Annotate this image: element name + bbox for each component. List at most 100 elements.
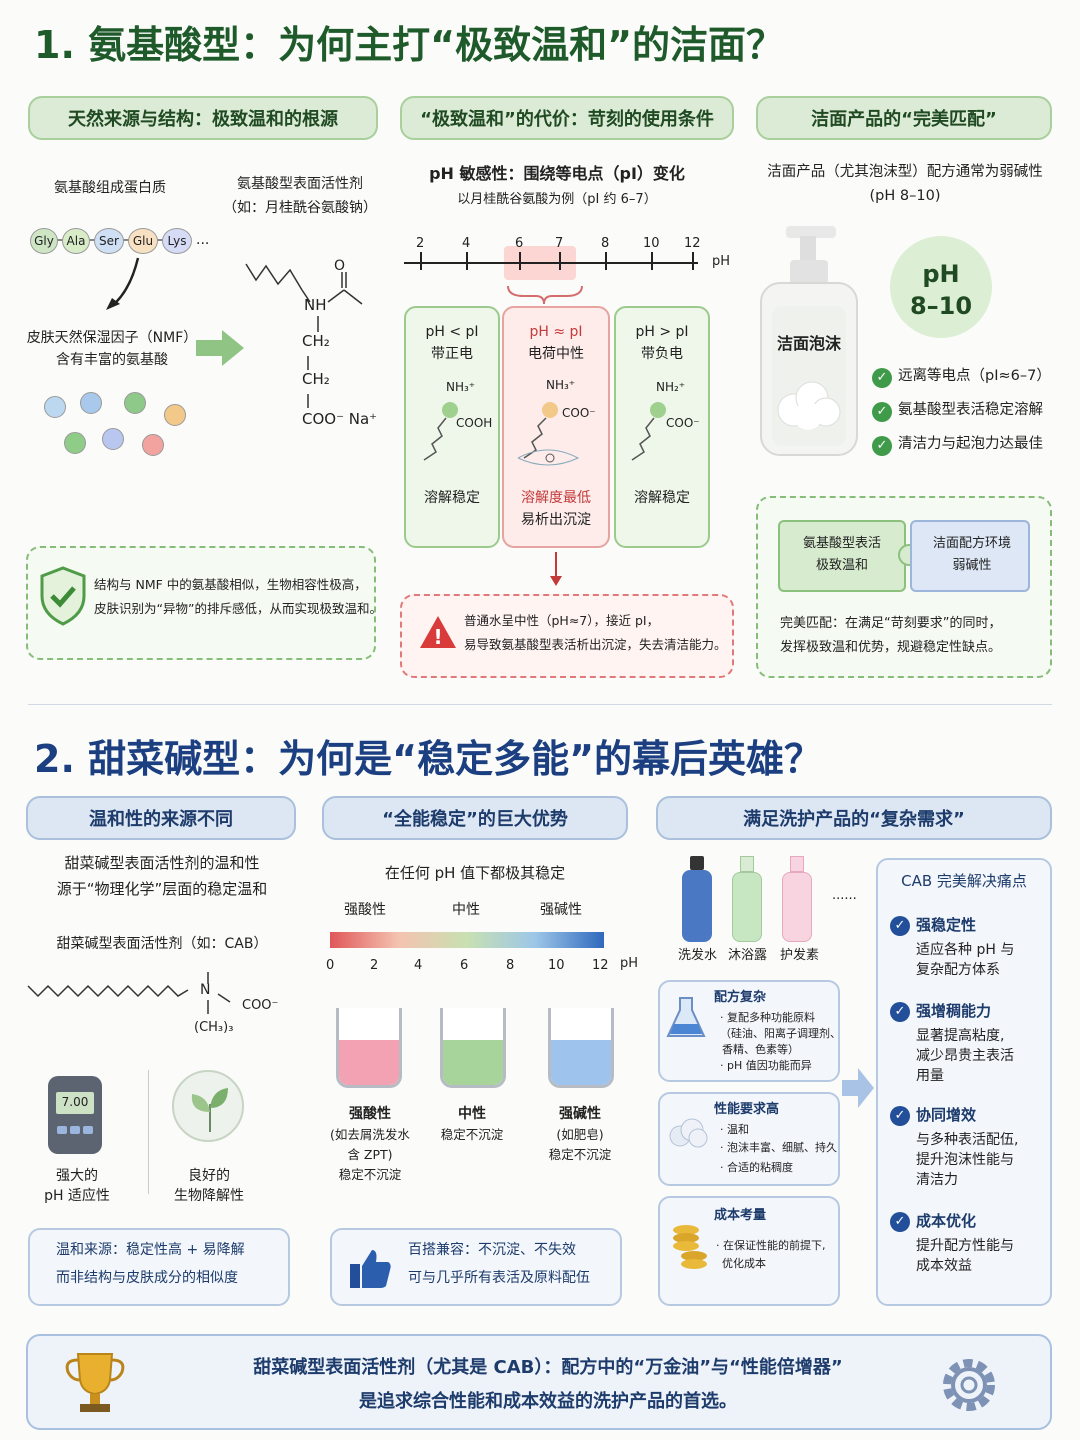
col2-result-1: 溶解度最低	[521, 490, 591, 506]
col2-result-2: 易析出沉淀	[521, 512, 591, 528]
product-conditioner: 护发素	[780, 948, 820, 963]
betaine-desc-1: 甜菜碱型表面活性剂的温和性	[64, 854, 260, 872]
col3-a: pH > pI	[635, 324, 689, 340]
shower-gel-bottle-icon	[732, 872, 762, 942]
check-blue-icon-1: ✓	[890, 916, 910, 936]
beaker-base-1: (如肥皂)	[556, 1127, 604, 1142]
mildness-summary-2: 而非结构与皮肤成分的相似度	[56, 1270, 238, 1286]
check-blue-icon-2: ✓	[890, 1002, 910, 1022]
match-text-1: 完美匹配：在满足“苛刻要求”的同时，	[780, 616, 1002, 631]
nmf-label: 皮肤天然保湿因子（NMF）	[26, 330, 198, 346]
tick-2: 2	[370, 958, 379, 973]
sol-3-a: 与多种表活配伍,	[916, 1132, 1019, 1148]
need-performance-3: · 合适的粘稠度	[720, 1161, 793, 1174]
sol-3-title: 协同增效	[916, 1106, 977, 1124]
pill-perfect-match: 洁面产品的“完美匹配”	[756, 96, 1052, 140]
tick-12: 12	[592, 958, 609, 973]
coo-label: COO⁻ Na⁺	[302, 410, 378, 428]
puzzle-formula-2: 弱碱性	[952, 558, 992, 573]
beaker-acid-title: 强酸性	[349, 1106, 391, 1122]
pill-stability: “全能稳定”的巨大优势	[322, 796, 628, 840]
match-text-2: 发挥极致温和优势，规避稳定性缺点。	[780, 640, 1002, 655]
col3-coo: COO⁻	[666, 416, 700, 430]
molecule-low-icon	[423, 402, 458, 461]
sol-3-c: 清洁力	[916, 1172, 958, 1188]
product-shampoo: 洗发水	[678, 948, 718, 963]
warning-icon: !	[420, 616, 456, 649]
sol-1-a: 适应各种 pH 与	[916, 942, 1015, 958]
sol-3-b: 提升泡沫性能与	[916, 1152, 1014, 1168]
compat-text-1: 百搭兼容：不沉淀、不失效	[408, 1242, 576, 1258]
ph-badge-label: pH	[922, 260, 960, 288]
need-complex-4: · pH 值因功能而异	[720, 1059, 812, 1072]
biodegrade-2: 生物降解性	[174, 1188, 244, 1204]
svg-text:!: !	[433, 625, 442, 649]
sol-2-title: 强增稠能力	[916, 1002, 992, 1020]
benefit-1: 远离等电点（pI≈6–7）	[898, 368, 1051, 384]
ph-tick-8: 8	[601, 236, 610, 251]
ph-col-high	[614, 306, 710, 548]
protein-label: 氨基酸组成蛋白质	[54, 180, 166, 196]
nmf-desc: 含有丰富的氨基酸	[56, 352, 168, 368]
section-divider	[28, 704, 1052, 705]
ch2-label-1: CH₂	[302, 332, 330, 350]
need-complex-2: （硅油、阳离子调理剂、	[720, 1027, 841, 1040]
leaf-icon	[172, 1070, 244, 1142]
cab-solution-card: CAB 完美解决痛点 ✓ 强稳定性 适应各种 pH 与 复杂配方体系 ✓ 强增稠…	[876, 858, 1052, 1306]
ph-gradient-bar	[330, 932, 604, 948]
need-complex: 配方复杂 · 复配多种功能原料 （硅油、阳离子调理剂、 香精、色素等） · pH…	[658, 980, 841, 1082]
ph-sensitivity-title: pH 敏感性：围绕等电点（pI）变化	[429, 164, 685, 183]
amino-ala: Ala	[62, 228, 90, 254]
ph-tick-10: 10	[643, 236, 660, 251]
sol-4-title: 成本优化	[916, 1212, 977, 1230]
gear-icon	[943, 1359, 995, 1411]
need-cost: 成本考量 · 在保证性能的前提下, 优化成本	[658, 1196, 840, 1306]
glutamate-structure	[245, 263, 363, 408]
compat-box: 百搭兼容：不沉淀、不失效 可与几乎所有表活及原料配伍	[330, 1228, 622, 1306]
beaker-base-title: 强碱性	[559, 1106, 601, 1122]
ph-tick-4: 4	[462, 236, 471, 251]
ph-sensitivity-sub: 以月桂酰谷氨酸为例（pI 约 6–7）	[457, 192, 657, 207]
warning-text-1: 普通水呈中性（pH≈7），接近 pI，	[464, 613, 660, 628]
flask-icon	[666, 997, 706, 1037]
mildness-summary-1: 温和来源：稳定性高 + 易降解	[56, 1242, 245, 1258]
ph-tick-6: 6	[515, 236, 524, 251]
beaker-neutral-title: 中性	[458, 1106, 486, 1122]
zone-acid: 强酸性	[344, 902, 386, 918]
biocompat-text-2: 皮肤识别为“异物”的排斥感低，从而实现极致温和。	[94, 601, 382, 616]
sol-1-b: 复杂配方体系	[916, 962, 1000, 978]
need-performance-2: · 泡沫丰富、细腻、持久	[720, 1141, 837, 1154]
puzzle-formula	[910, 520, 1030, 592]
ph-col-low	[404, 306, 500, 548]
sol-2-c: 用量	[916, 1068, 944, 1084]
ph-meter-icon: 7.00	[48, 1076, 102, 1154]
amino-ellipsis: ...	[196, 232, 210, 248]
need-performance-title: 性能要求高	[714, 1102, 780, 1117]
zone-base: 强碱性	[540, 902, 582, 918]
zone-neutral: 中性	[452, 902, 480, 918]
tick-8: 8	[506, 958, 515, 973]
cab-ch3: (CH₃)₃	[194, 1020, 234, 1035]
biodegrade-1: 良好的	[188, 1168, 230, 1184]
col1-nh3: NH₃⁺	[446, 380, 476, 394]
tick-10: 10	[548, 958, 565, 973]
stable-head: 在任何 pH 值下都极其稳定	[384, 864, 566, 882]
ph-adapt-1: 强大的	[56, 1168, 98, 1184]
down-arrow-icon	[550, 552, 562, 586]
curved-arrow-icon	[106, 257, 140, 310]
need-cost-title: 成本考量	[714, 1208, 767, 1223]
footer-line-2: 是追求综合性能和成本效益的洗护产品的首选。	[359, 1391, 737, 1412]
bottle-label: 洁面泡沫	[776, 334, 841, 353]
check-icon-3: ✓	[872, 436, 892, 456]
ch2-label-2: CH₂	[302, 370, 330, 388]
product-ellipsis: ......	[832, 888, 857, 903]
need-complex-3: 香精、色素等）	[722, 1043, 799, 1056]
col3-nh2: NH₂⁺	[656, 380, 686, 394]
product-shower-gel: 沐浴露	[728, 948, 768, 963]
mildness-summary-box: 温和来源：稳定性高 + 易降解 而非结构与皮肤成分的相似度	[28, 1228, 290, 1306]
cab-solution-title: CAB 完美解决痛点	[901, 872, 1027, 890]
foam-icon	[777, 381, 841, 430]
col2-b: 电荷中性	[528, 346, 584, 362]
sol-4-a: 提升配方性能与	[916, 1238, 1014, 1254]
check-blue-icon-4: ✓	[890, 1212, 910, 1232]
